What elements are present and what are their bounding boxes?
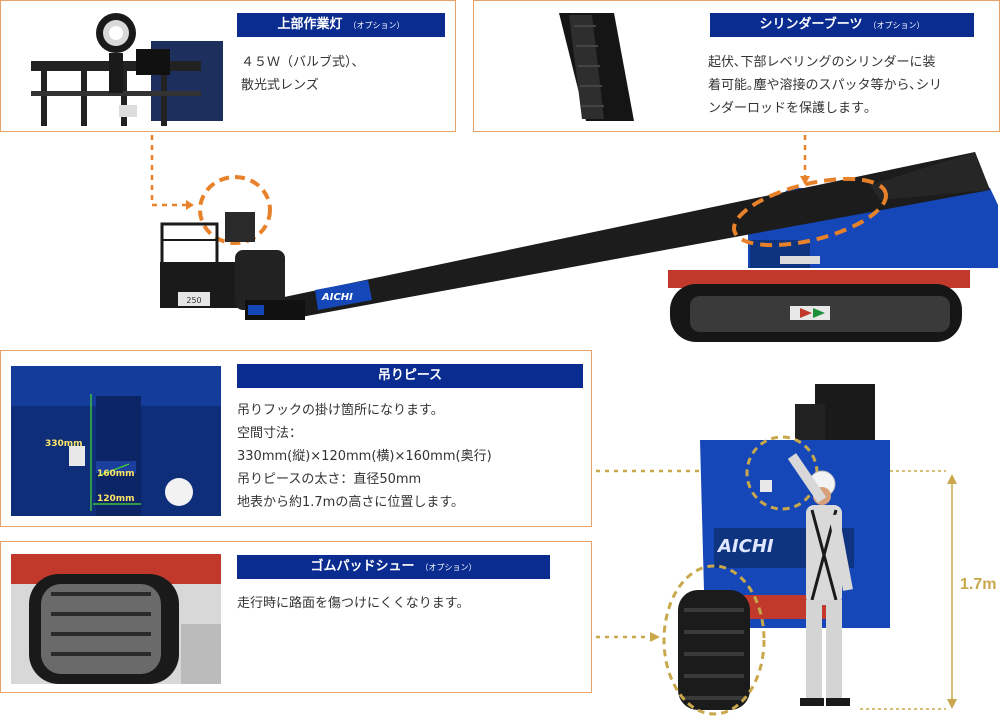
dim-160-label: 160mm [97,469,135,479]
dim-120-label: 120mm [97,494,135,504]
side-view-illustration: AICHI [596,384,957,716]
boom-brand-label: AICHI [321,292,353,303]
cylinder-boots-line: 着可能｡塵や溶接のスパッタ等から､シリ [708,78,943,93]
cylinder-boots-line: ンダーロッドを保護します｡ [708,101,871,116]
work-light-desc: ４５Ｗ（バルブ式）、 散光式レンズ [241,51,365,97]
lifting-piece-line: 330mm(縦)×120mm(横)×160mm(奥行) [237,449,492,464]
cylinder-boots-line: 起伏､下部レベリングのシリンダーに装 [708,55,936,70]
lifting-piece-desc: 吊りフックの掛け箇所になります。 空間寸法： 330mm(縦)×120mm(横)… [237,399,492,514]
lifting-piece-line: 空間寸法： [237,426,303,441]
work-light-line: 散光式レンズ [241,78,319,93]
cylinder-boots-desc: 起伏､下部レベリングのシリンダーに装 着可能｡塵や溶接のスパッタ等から､シリ ン… [708,51,942,120]
cylinder-boots-option: （オプション） [868,21,925,30]
side-brand-label: AICHI [716,536,774,557]
rubber-pad-option: （オプション） [420,563,477,572]
lifting-piece-line: 吊りピースの太さ：直径50mm [237,472,422,487]
lifting-piece-photo [11,366,221,516]
rubber-pad-line: 走行時に路面を傷つけにくくなります。 [237,596,470,611]
work-light-panel: 上部作業灯 （オプション） ４５Ｗ（バルブ式）、 散光式レンズ [0,0,456,132]
work-light-title: 上部作業灯 （オプション） [237,13,445,37]
cylinder-boots-panel: シリンダーブーツ （オプション） 起伏､下部レベリングのシリンダーに装 着可能｡塵… [473,0,1000,132]
work-light-option: （オプション） [348,21,405,30]
lifting-piece-title-text: 吊りピース [377,368,443,383]
rubber-pad-desc: 走行時に路面を傷つけにくくなります。 [237,592,469,615]
work-light-photo [1,1,223,131]
rubber-pad-title: ゴムパッドシュー （オプション） [237,555,550,579]
cylinder-boots-title-text: シリンダーブーツ [759,17,863,32]
rubber-pad-photo [11,554,221,684]
rubber-pad-panel: ゴムパッドシュー （オプション） 走行時に路面を傷つけにくくなります。 [0,541,592,693]
cylinder-boots-title: シリンダーブーツ （オプション） [710,13,974,37]
lifting-piece-title: 吊りピース [237,364,583,388]
work-light-title-text: 上部作業灯 [277,17,343,32]
basket-badge: 250 [186,296,201,305]
lifting-piece-panel: 330mm 160mm 120mm 吊りピース 吊りフックの掛け箇所になります。… [0,350,592,527]
rubber-pad-title-text: ゴムパッドシュー [310,559,415,574]
cylinder-boots-photo [474,1,694,131]
dim-330-label: 330mm [45,439,83,449]
lifting-piece-line: 地表から約1.7mの高さに位置します。 [237,495,465,510]
lifting-piece-line: 吊りフックの掛け箇所になります。 [237,403,444,418]
work-light-line: ４５Ｗ（バルブ式）、 [241,55,365,70]
machine-illustration: AICHI 250 [150,135,998,342]
height-label: 1.7m [960,576,997,593]
